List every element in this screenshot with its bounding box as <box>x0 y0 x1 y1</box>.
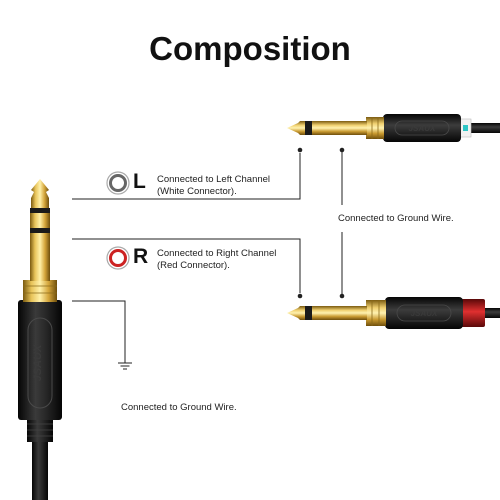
left-plug-cable <box>470 123 500 133</box>
main-ground-label: Connected to Ground Wire. <box>121 402 237 413</box>
right-channel-line2: (Red Connector). <box>157 260 230 271</box>
left-channel-letter: L <box>133 170 146 193</box>
right-channel-letter: R <box>133 245 149 268</box>
connector-dots <box>297 147 345 299</box>
right-channel-line <box>72 238 301 293</box>
right-channel-line1: Connected to Right Channel <box>157 248 277 259</box>
right-plug-tip <box>287 306 305 320</box>
left-channel-line2: (White Connector). <box>157 186 237 197</box>
left-plug-tip <box>287 121 305 135</box>
right-plug-sleeve <box>312 306 367 320</box>
main-plug-cable <box>32 440 48 500</box>
right-plug-cable <box>483 308 500 318</box>
main-plug-housing <box>18 300 62 420</box>
main-plug-tip <box>31 179 49 198</box>
left-mono-plug: JSAUX <box>287 114 500 142</box>
main-stereo-plug: JSAUX <box>18 179 62 500</box>
left-channel-line <box>72 153 301 200</box>
page-title: Composition <box>149 30 351 67</box>
right-plug-gold-collar <box>366 300 386 326</box>
right-ground-label: Connected to Ground Wire. <box>338 213 454 224</box>
right-mono-plug: JSAUX <box>287 297 500 329</box>
main-plug-gold-collar <box>23 280 57 302</box>
left-plug-brand: JSAUX <box>409 124 436 133</box>
main-plug-ring-insulator <box>30 228 50 233</box>
sleeve-ground-line <box>72 300 126 356</box>
connector-lines <box>72 150 343 356</box>
right-plug-brand: JSAUX <box>411 309 438 318</box>
left-plug-sleeve <box>312 121 367 135</box>
right-plug-red-ring <box>461 299 485 327</box>
main-plug-tip-insulator <box>30 208 50 213</box>
main-plug-ring <box>30 213 50 228</box>
left-ring-icon <box>106 171 130 195</box>
left-channel-line1: Connected to Left Channel <box>157 174 271 185</box>
left-plug-gold-collar <box>366 117 384 139</box>
main-plug-sleeve <box>30 233 50 281</box>
right-ring-icon <box>106 246 130 270</box>
main-plug-brand: JSAUX <box>32 344 44 381</box>
ground-icon <box>118 356 132 370</box>
